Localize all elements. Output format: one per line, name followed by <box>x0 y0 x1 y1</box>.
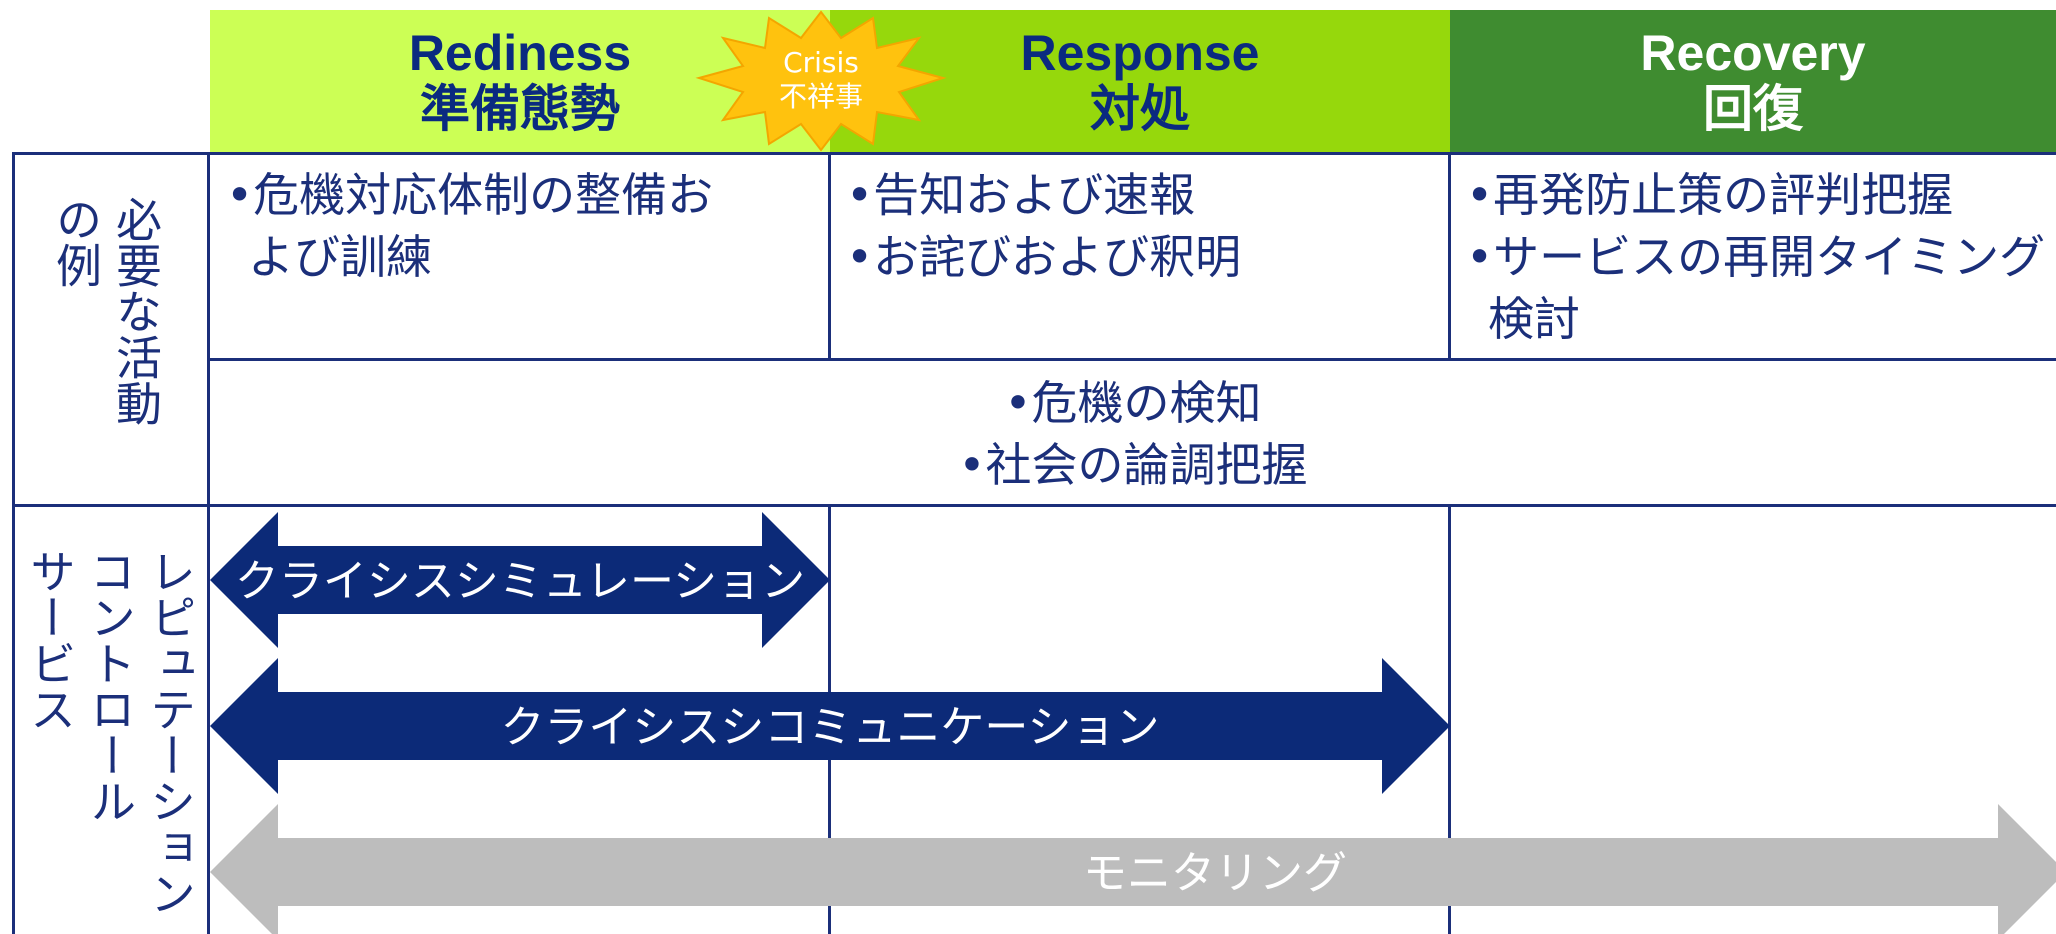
row-label-services: レピュテーションコントロールサービス <box>20 548 200 934</box>
phase-response-en: Response <box>1020 25 1260 81</box>
activity-recovery-line3: 検討 <box>1488 292 1580 346</box>
arrow-crisis-communication: クライシスシコミュニケーション <box>210 658 1450 794</box>
row-label-activities-line2: の例 <box>49 196 103 288</box>
grid-line-services <box>12 504 2056 507</box>
grid-line-col1-top <box>828 152 831 360</box>
activity-readiness-line2: よび訓練 <box>248 230 432 284</box>
crisis-label-ja: 不祥事 <box>779 80 863 113</box>
activity-cell-all-phases: •危機の検知 •社会の論調把握 <box>210 372 2056 496</box>
crisis-label-en: Crisis <box>783 46 859 79</box>
activity-cell-readiness: •危機対応体制の整備お よび訓練 <box>226 164 816 288</box>
row-label-activities-text: 必要な活動の例 <box>46 196 166 426</box>
arrow-crisis-simulation-label: クライシスシミュレーション <box>235 556 805 607</box>
activity-all-line2: •社会の論調把握 <box>958 438 1308 492</box>
activity-recovery-line2: •サービスの再開タイミング <box>1466 230 2046 284</box>
row-label-services-line1: レピュテーション <box>143 548 197 916</box>
arrow-monitoring-label: モニタリング <box>1083 848 1347 899</box>
activity-all-line1: •危機の検知 <box>1004 376 1262 430</box>
grid-line-top <box>12 152 2056 155</box>
grid-line-col2-top <box>1448 152 1451 360</box>
activity-response-line2: •お詫びおよび釈明 <box>846 230 1242 284</box>
phase-recovery-en: Recovery <box>1640 25 1866 81</box>
activity-cell-recovery: •再発防止策の評判把握 •サービスの再開タイミング 検討 <box>1466 164 2056 350</box>
activity-recovery-line1: •再発防止策の評判把握 <box>1466 168 1954 222</box>
row-label-activities-line1: 必要な活動 <box>109 196 163 426</box>
arrow-crisis-simulation: クライシスシミュレーション <box>210 512 830 648</box>
grid-line-label-sep <box>207 152 210 934</box>
crisis-star-icon <box>695 10 947 152</box>
row-label-activities: 必要な活動の例 <box>46 196 166 496</box>
row-label-services-line3: サービス <box>23 548 77 732</box>
row-label-services-line2: コントロール <box>83 548 137 824</box>
phase-readiness-ja: 準備態勢 <box>420 80 620 138</box>
activity-readiness-line1: •危機対応体制の整備お <box>226 168 714 222</box>
crisis-starburst: Crisis 不祥事 <box>695 10 947 152</box>
service-arrows: クライシスシミュレーション クライシスシコミュニケーション モニタリング <box>210 512 2056 934</box>
row-label-services-text: レピュテーションコントロールサービス <box>20 548 200 916</box>
grid-line-left <box>12 152 15 934</box>
grid-line-col2-bottom <box>1448 504 1451 934</box>
arrow-monitoring: モニタリング <box>210 804 2056 934</box>
activity-cell-response: •告知および速報 •お詫びおよび釈明 <box>846 164 1436 288</box>
phase-readiness-en: Rediness <box>408 25 632 81</box>
arrow-crisis-communication-label: クライシスシコミュニケーション <box>500 702 1159 753</box>
grid-line-mid <box>208 358 2056 361</box>
phase-header-recovery: Recovery 回復 <box>1450 10 2056 152</box>
phase-recovery-ja: 回復 <box>1703 80 1803 138</box>
activity-response-line1: •告知および速報 <box>846 168 1196 222</box>
phase-header-response: Response 対処 <box>830 10 1450 152</box>
phase-response-ja: 対処 <box>1090 80 1190 138</box>
